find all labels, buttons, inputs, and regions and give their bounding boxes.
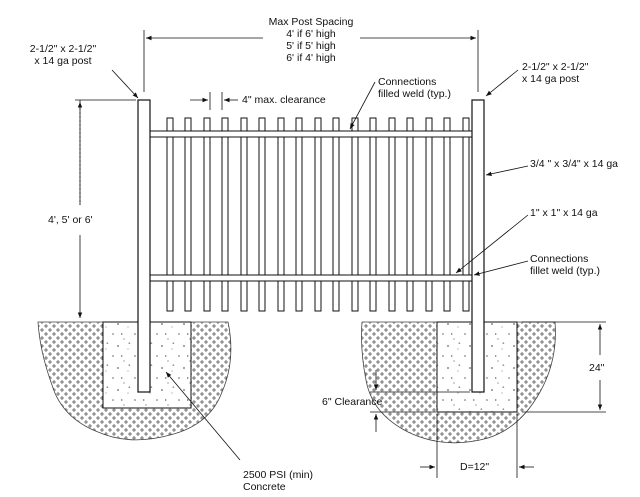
right-post-label: 2-1/2" x 2-1/2" x 14 ga post [522, 61, 588, 85]
rail-size-label: 1" x 1" x 14 ga [530, 207, 598, 219]
post-spacing-title: Max Post Spacing [268, 16, 354, 28]
height-dimension [75, 99, 136, 318]
post-spacing-dimension [143, 30, 479, 92]
post-spacing-label: Max Post Spacing 4' if 6' high 5' if 5' … [258, 16, 364, 64]
right-post-gauge: x 14 ga post [522, 73, 580, 85]
footing-depth-dimension [522, 321, 606, 413]
bottom-clearance-label: 6" Clearance [322, 396, 383, 408]
picket-size-label: 3/4 " x 3/4" x 14 ga [530, 158, 619, 170]
clearance-dimension [190, 92, 238, 110]
bottom-clearance-dimension [370, 370, 470, 432]
right-ground [361, 321, 556, 444]
post-spacing-5ft: 5' if 5' high [286, 40, 336, 52]
concrete-label: 2500 PSI (min) Concrete [243, 469, 313, 493]
footing-depth-label: 24" [589, 362, 605, 374]
connections-bottom-line1: Connections [530, 253, 589, 265]
right-post-size: 2-1/2" x 2-1/2" [522, 61, 589, 73]
connections-top-label: Connections filled weld (typ.) [378, 76, 451, 100]
post-spacing-4ft: 6' if 4' high [286, 52, 336, 64]
footing-width-label: D=12" [460, 461, 490, 473]
connections-bottom-label: Connections fillet weld (typ.) [530, 253, 600, 277]
left-post-label: 2-1/2" x 2-1/2" x 14 ga post [8, 43, 118, 67]
post-spacing-6ft: 4' if 6' high [286, 28, 336, 40]
left-post-gauge: x 14 ga post [34, 55, 92, 67]
concrete-text: Concrete [243, 481, 286, 493]
clearance-max-label: 4" max. clearance [242, 94, 326, 106]
rails [149, 130, 473, 282]
pickets [166, 117, 470, 312]
footing-width-dimension [420, 414, 534, 478]
concrete-psi: 2500 PSI (min) [243, 469, 314, 481]
connections-top-line1: Connections [378, 76, 437, 88]
posts [137, 99, 485, 393]
height-options-label: 4', 5' or 6' [48, 214, 93, 226]
left-post-size: 2-1/2" x 2-1/2" [29, 43, 97, 55]
connections-bottom-line2: fillet weld (typ.) [530, 265, 601, 277]
leader-lines [111, 69, 529, 461]
left-ground [37, 321, 232, 441]
connections-top-line2: filled weld (typ.) [378, 88, 451, 100]
